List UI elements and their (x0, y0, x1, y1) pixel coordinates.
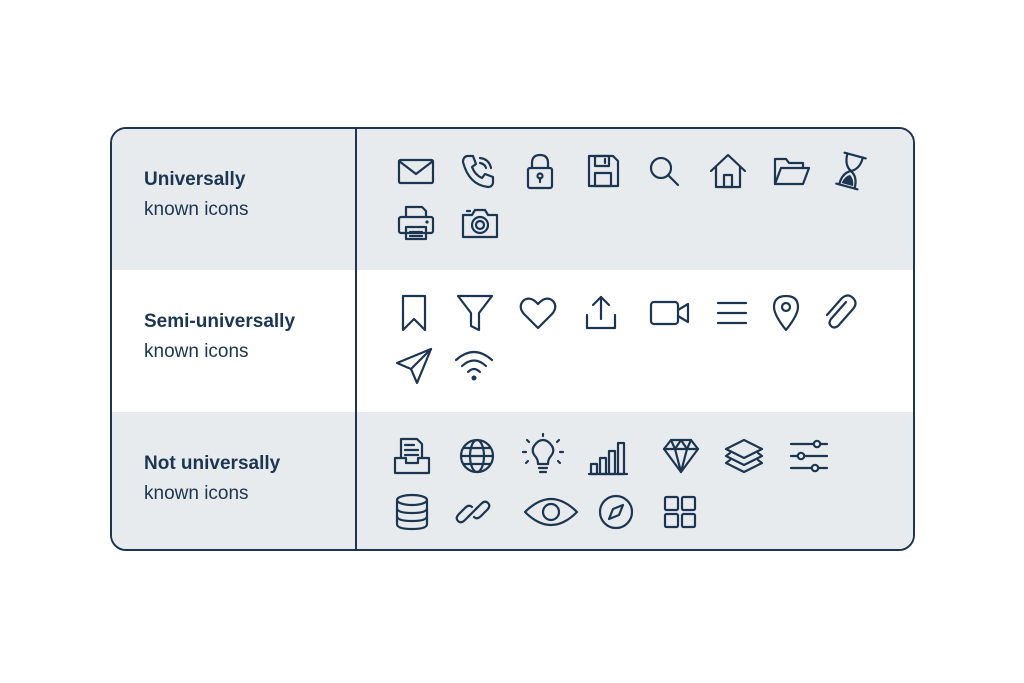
save-icon (583, 151, 623, 191)
video-camera-icon (649, 293, 690, 333)
row-label-regular: known icons (144, 341, 249, 362)
inbox-document-icon (392, 436, 432, 476)
mail-icon (396, 151, 436, 191)
camera-icon (460, 203, 500, 243)
sliders-icon (789, 436, 829, 476)
bar-chart-icon (587, 436, 629, 476)
row-label: Universally known icons (144, 165, 349, 225)
row-not-universally-known: Not universally known icons (112, 412, 913, 549)
database-icon (392, 492, 432, 532)
share-icon (581, 293, 621, 333)
location-pin-icon (766, 293, 806, 333)
link-icon (453, 492, 493, 532)
menu-icon (712, 293, 752, 333)
row-label-bold: Not universally (144, 453, 281, 474)
send-icon (394, 346, 434, 386)
filter-icon (455, 293, 495, 333)
globe-icon (457, 436, 497, 476)
lock-icon (520, 151, 560, 191)
lightbulb-icon (521, 432, 565, 476)
row-label-bold: Semi-universally (144, 311, 296, 332)
compass-icon (596, 492, 636, 532)
hourglass-icon (831, 151, 871, 191)
row-label-bold: Universally (144, 169, 246, 190)
bookmark-icon (394, 293, 434, 333)
heart-icon (518, 293, 558, 333)
wifi-icon (454, 346, 494, 386)
search-icon (644, 151, 684, 191)
printer-icon (396, 203, 436, 243)
row-label-regular: known icons (144, 199, 249, 220)
diamond-icon (661, 436, 701, 476)
row-universally-known: Universally known icons (112, 129, 913, 270)
row-label-regular: known icons (144, 483, 249, 504)
paperclip-icon (819, 293, 859, 333)
column-divider (355, 129, 357, 549)
phone-icon (458, 151, 498, 191)
folder-icon (771, 151, 811, 191)
grid-icon (660, 492, 700, 532)
icon-recognition-table: Universally known icons (110, 127, 915, 551)
home-icon (708, 151, 748, 191)
row-label: Semi-universally known icons (144, 307, 349, 367)
row-semi-universally-known: Semi-universally known icons (112, 270, 913, 412)
eye-icon (523, 492, 579, 532)
row-label: Not universally known icons (144, 449, 349, 509)
layers-icon (724, 436, 764, 476)
